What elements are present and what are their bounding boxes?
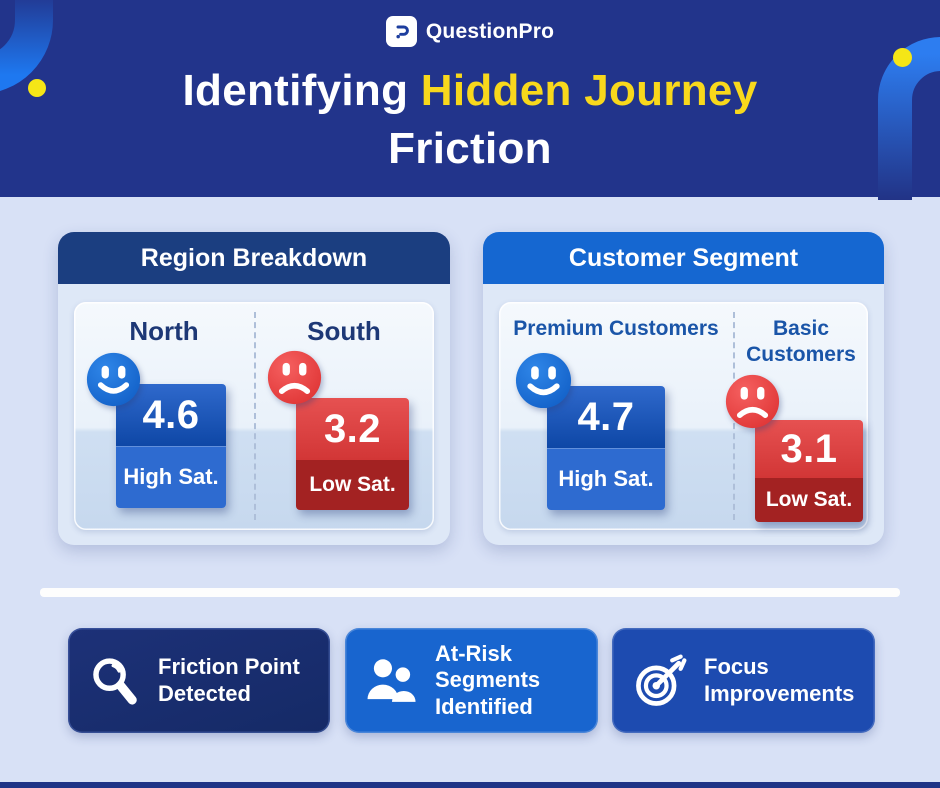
- sad-face-icon: [267, 350, 322, 410]
- sad-face-icon: [725, 374, 780, 434]
- magnifier-icon: [86, 652, 144, 710]
- target-icon: [630, 651, 690, 711]
- column-label-north: North: [129, 316, 199, 346]
- badge-friction-point: Friction Point Detected: [68, 628, 330, 733]
- header-banner: QuestionPro Identifying Hidden Journey F…: [0, 0, 940, 200]
- card-region-breakdown: Region Breakdown North South: [58, 232, 450, 545]
- comparison-panel: North South 4.6 High Sat.: [74, 302, 434, 530]
- score-value: 3.1: [755, 420, 863, 478]
- dashed-divider: [254, 312, 256, 520]
- score-tile-basic: 3.1 Low Sat.: [755, 420, 863, 522]
- brand-name: QuestionPro: [425, 19, 555, 43]
- bottom-accent-strip: [0, 782, 940, 788]
- badge-at-risk-segments: At-Risk Segments Identified: [345, 628, 598, 733]
- title-highlight: Hidden Journey: [420, 66, 758, 115]
- score-value: 3.2: [296, 398, 409, 460]
- card-body: Premium Customers Basic Customers 4.7 Hi…: [483, 284, 884, 545]
- badge-label: At-Risk Segments Identified: [435, 640, 541, 719]
- column-label-premium: Premium Customers: [513, 317, 719, 340]
- score-tag: Low Sat.: [296, 460, 409, 510]
- badge-label: Focus Improvements: [704, 654, 855, 706]
- title-line2: Friction: [388, 124, 552, 174]
- comparison-panel: Premium Customers Basic Customers 4.7 Hi…: [499, 302, 868, 530]
- brand-row: QuestionPro: [0, 16, 940, 47]
- card-body: North South 4.6 High Sat.: [58, 284, 450, 545]
- smiley-face-icon: [86, 352, 141, 412]
- section-divider: [40, 588, 900, 597]
- card-customer-segment: Customer Segment Premium Customers Basic…: [483, 232, 884, 545]
- score-tag: Low Sat.: [755, 478, 863, 522]
- score-tag: High Sat.: [547, 448, 665, 510]
- column-label-basic: Basic Customers: [746, 317, 856, 367]
- title-part1: Identifying: [182, 66, 421, 115]
- card-title: Region Breakdown: [58, 232, 450, 284]
- questionpro-p-icon: [385, 16, 417, 47]
- page-title: Identifying Hidden Journey Friction: [0, 62, 940, 178]
- score-tile-premium: 4.7 High Sat.: [547, 386, 665, 510]
- yellow-dot-right: [893, 48, 912, 67]
- score-tag: High Sat.: [116, 446, 226, 508]
- card-title: Customer Segment: [483, 232, 884, 284]
- column-label-south: South: [307, 316, 381, 346]
- people-icon: [363, 652, 421, 710]
- score-tile-south: 3.2 Low Sat.: [296, 398, 409, 510]
- smiley-face-icon: [515, 352, 572, 414]
- score-value: 4.7: [547, 386, 665, 448]
- yellow-dot-left: [28, 79, 46, 97]
- badge-focus-improvements: Focus Improvements: [612, 628, 875, 733]
- badge-label: Friction Point Detected: [158, 654, 300, 706]
